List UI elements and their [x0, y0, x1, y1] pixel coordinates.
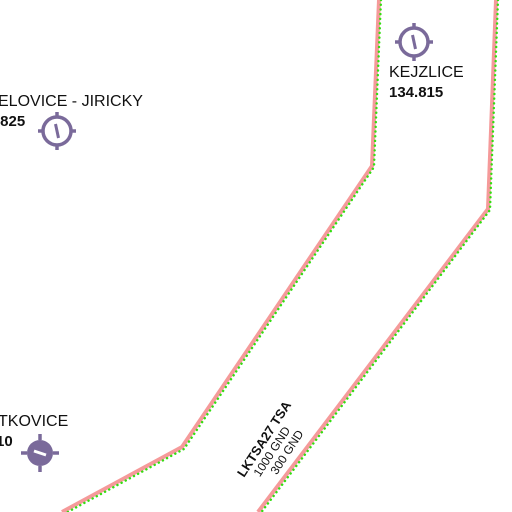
- airfield-name: TKOVICE: [0, 413, 68, 430]
- tsa-boundary-right: [256, 0, 500, 512]
- airfield-name: ELOVICE - JIRICKY: [0, 93, 143, 110]
- airfield-elovice-jiricky[interactable]: ELOVICE - JIRICKY .825: [0, 93, 143, 150]
- ultralight-airfield-icon: [21, 434, 59, 472]
- tsa-label: LKTSA27 TSA 1000 GND 300 GND: [234, 398, 307, 480]
- airfield-frequency: 134.815: [389, 84, 443, 101]
- airfield-kejzlice[interactable]: KEJZLICE 134.815: [389, 23, 464, 101]
- airfield-tkovice[interactable]: TKOVICE 10: [0, 413, 68, 472]
- glider-airfield-icon: [38, 112, 76, 150]
- glider-airfield-icon: [395, 23, 433, 61]
- airfield-frequency: 10: [0, 433, 13, 450]
- airfield-name: KEJZLICE: [389, 64, 464, 81]
- airfield-frequency: .825: [0, 113, 25, 130]
- tsa-boundary-left: [61, 0, 383, 512]
